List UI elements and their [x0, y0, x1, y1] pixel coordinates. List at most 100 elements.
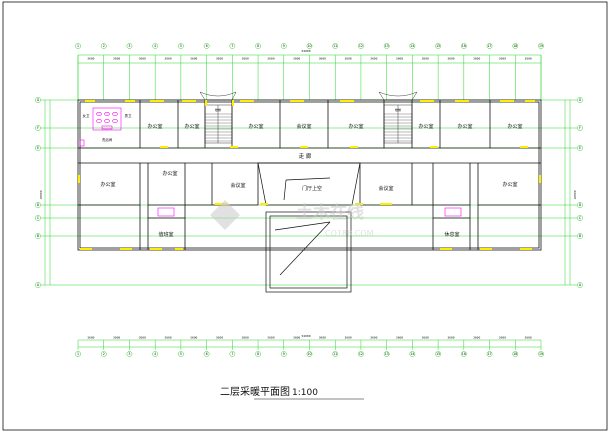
radiator: [240, 100, 254, 102]
top-dimension-seg: 3600: [113, 57, 120, 61]
bottom-axis-label: 13: [385, 352, 389, 356]
dimension-total-top: 54000: [301, 49, 310, 53]
bottom-axis-bubble: [409, 351, 416, 357]
bottom-axis-label: 2: [103, 352, 105, 356]
top-axis-bubble: [383, 43, 390, 49]
bottom-dimension-seg: 3600: [447, 336, 454, 340]
right-axis-label: C: [579, 216, 582, 220]
top-axis-bubble: [538, 43, 544, 49]
top-dimension-seg: 3600: [267, 57, 274, 61]
radiator: [150, 100, 164, 102]
room-label-10: 办公室: [162, 170, 177, 177]
bottom-axis-label: 6: [206, 352, 208, 356]
right-axis-label: E: [579, 146, 581, 150]
radiator: [300, 146, 308, 148]
top-axis-bubble: [100, 43, 107, 49]
top-axis-bubble: [358, 43, 364, 49]
top-axis-bubble: [152, 43, 159, 49]
bottom-axis-label: 8: [257, 352, 259, 356]
radiator: [232, 100, 234, 106]
bottom-axis-bubble: [152, 351, 159, 357]
bottom-axis-markers: 1360023600336004360053600636007360083600…: [75, 336, 544, 357]
room-label-3: 办公室: [248, 123, 263, 130]
bottom-dimension-seg: 3600: [422, 336, 429, 340]
radiator: [455, 100, 469, 102]
right-axis-bubble: [577, 145, 583, 151]
left-axis-label: A: [37, 283, 40, 287]
radiator: [120, 248, 132, 250]
left-axis-label: C: [37, 216, 40, 220]
radiator: [525, 100, 535, 102]
room-label-wash: 洗浴间: [102, 137, 113, 142]
watermark-main-text: 土木在线: [296, 202, 364, 223]
stair-left: [199, 91, 237, 144]
building-walls: [77, 99, 542, 251]
stair-right: [378, 91, 418, 144]
radiator-marks: [78, 100, 541, 250]
left-axis-bubble: [35, 97, 41, 103]
radiator: [380, 203, 392, 205]
right-axis-bubble: [577, 282, 583, 288]
bottom-dimension-seg: 3600: [319, 336, 326, 340]
left-axis-bubble: [35, 125, 41, 131]
stair-label-right: 楼梯: [395, 107, 401, 112]
bottom-axis-bubble: [358, 351, 364, 357]
top-dimension-seg: 3600: [447, 57, 454, 61]
dimension-side-left: 18000: [39, 190, 43, 199]
top-dimension-seg: 3600: [319, 57, 326, 61]
right-axis-label: B: [579, 234, 581, 238]
bottom-axis-label: 3: [128, 352, 130, 356]
top-axis-label: 5: [180, 44, 182, 48]
left-axis-bubble: [35, 233, 41, 239]
left-axis-label: F: [37, 126, 39, 130]
left-axis-bubble: [35, 215, 41, 221]
top-axis-bubble: [229, 43, 236, 49]
radiator: [539, 175, 541, 183]
top-axis-label: 16: [462, 44, 466, 48]
bottom-dimension-seg: 3600: [87, 336, 94, 340]
top-axis-bubble: [203, 43, 210, 49]
room-label-9: 办公室: [100, 181, 115, 188]
bottom-dimension-seg: 3600: [473, 336, 480, 340]
room-label-16: 休息室: [444, 231, 459, 238]
radiator: [520, 146, 528, 148]
top-dimension-seg: 3600: [293, 57, 300, 61]
top-axis-label: 1: [77, 44, 79, 48]
top-axis-label: 19: [539, 44, 543, 48]
room-label-12: 门厅上空: [302, 185, 322, 192]
bottom-axis-bubble: [100, 351, 107, 357]
top-axis-bubble: [460, 43, 467, 49]
bottom-axis-bubble: [512, 351, 519, 357]
radiator: [160, 146, 168, 148]
radiator: [480, 248, 492, 250]
bottom-axis-label: 16: [462, 352, 466, 356]
left-axis-label: E: [37, 146, 39, 150]
room-label-15: 值班室: [158, 231, 173, 238]
bottom-axis-bubble: [460, 351, 467, 357]
left-axis-label: G: [37, 98, 40, 102]
right-axis-bubble: [577, 233, 583, 239]
top-axis-bubble: [512, 43, 519, 49]
bottom-dimension-seg: 3600: [139, 336, 146, 340]
radiator: [340, 100, 354, 102]
bottom-axis-bubble: [383, 351, 390, 357]
top-axis-label: 14: [410, 44, 414, 48]
room-label-7: 办公室: [457, 123, 472, 130]
radiator: [350, 146, 358, 148]
bottom-dimension-seg: 3600: [525, 336, 532, 340]
top-axis-markers: 1360023600336004360053600636007360083600…: [75, 43, 544, 100]
top-axis-bubble: [435, 43, 441, 49]
top-axis-label: 4: [154, 44, 156, 48]
radiator: [520, 248, 532, 250]
radiator: [230, 146, 238, 148]
bottom-axis-bubble: [178, 351, 184, 357]
radiator: [150, 248, 162, 250]
radiator: [430, 146, 438, 148]
radiator: [500, 100, 514, 102]
bottom-axis-bubble: [255, 351, 261, 357]
top-axis-bubble: [280, 43, 287, 49]
top-axis-label: 7: [231, 44, 233, 48]
top-axis-label: 10: [307, 44, 311, 48]
